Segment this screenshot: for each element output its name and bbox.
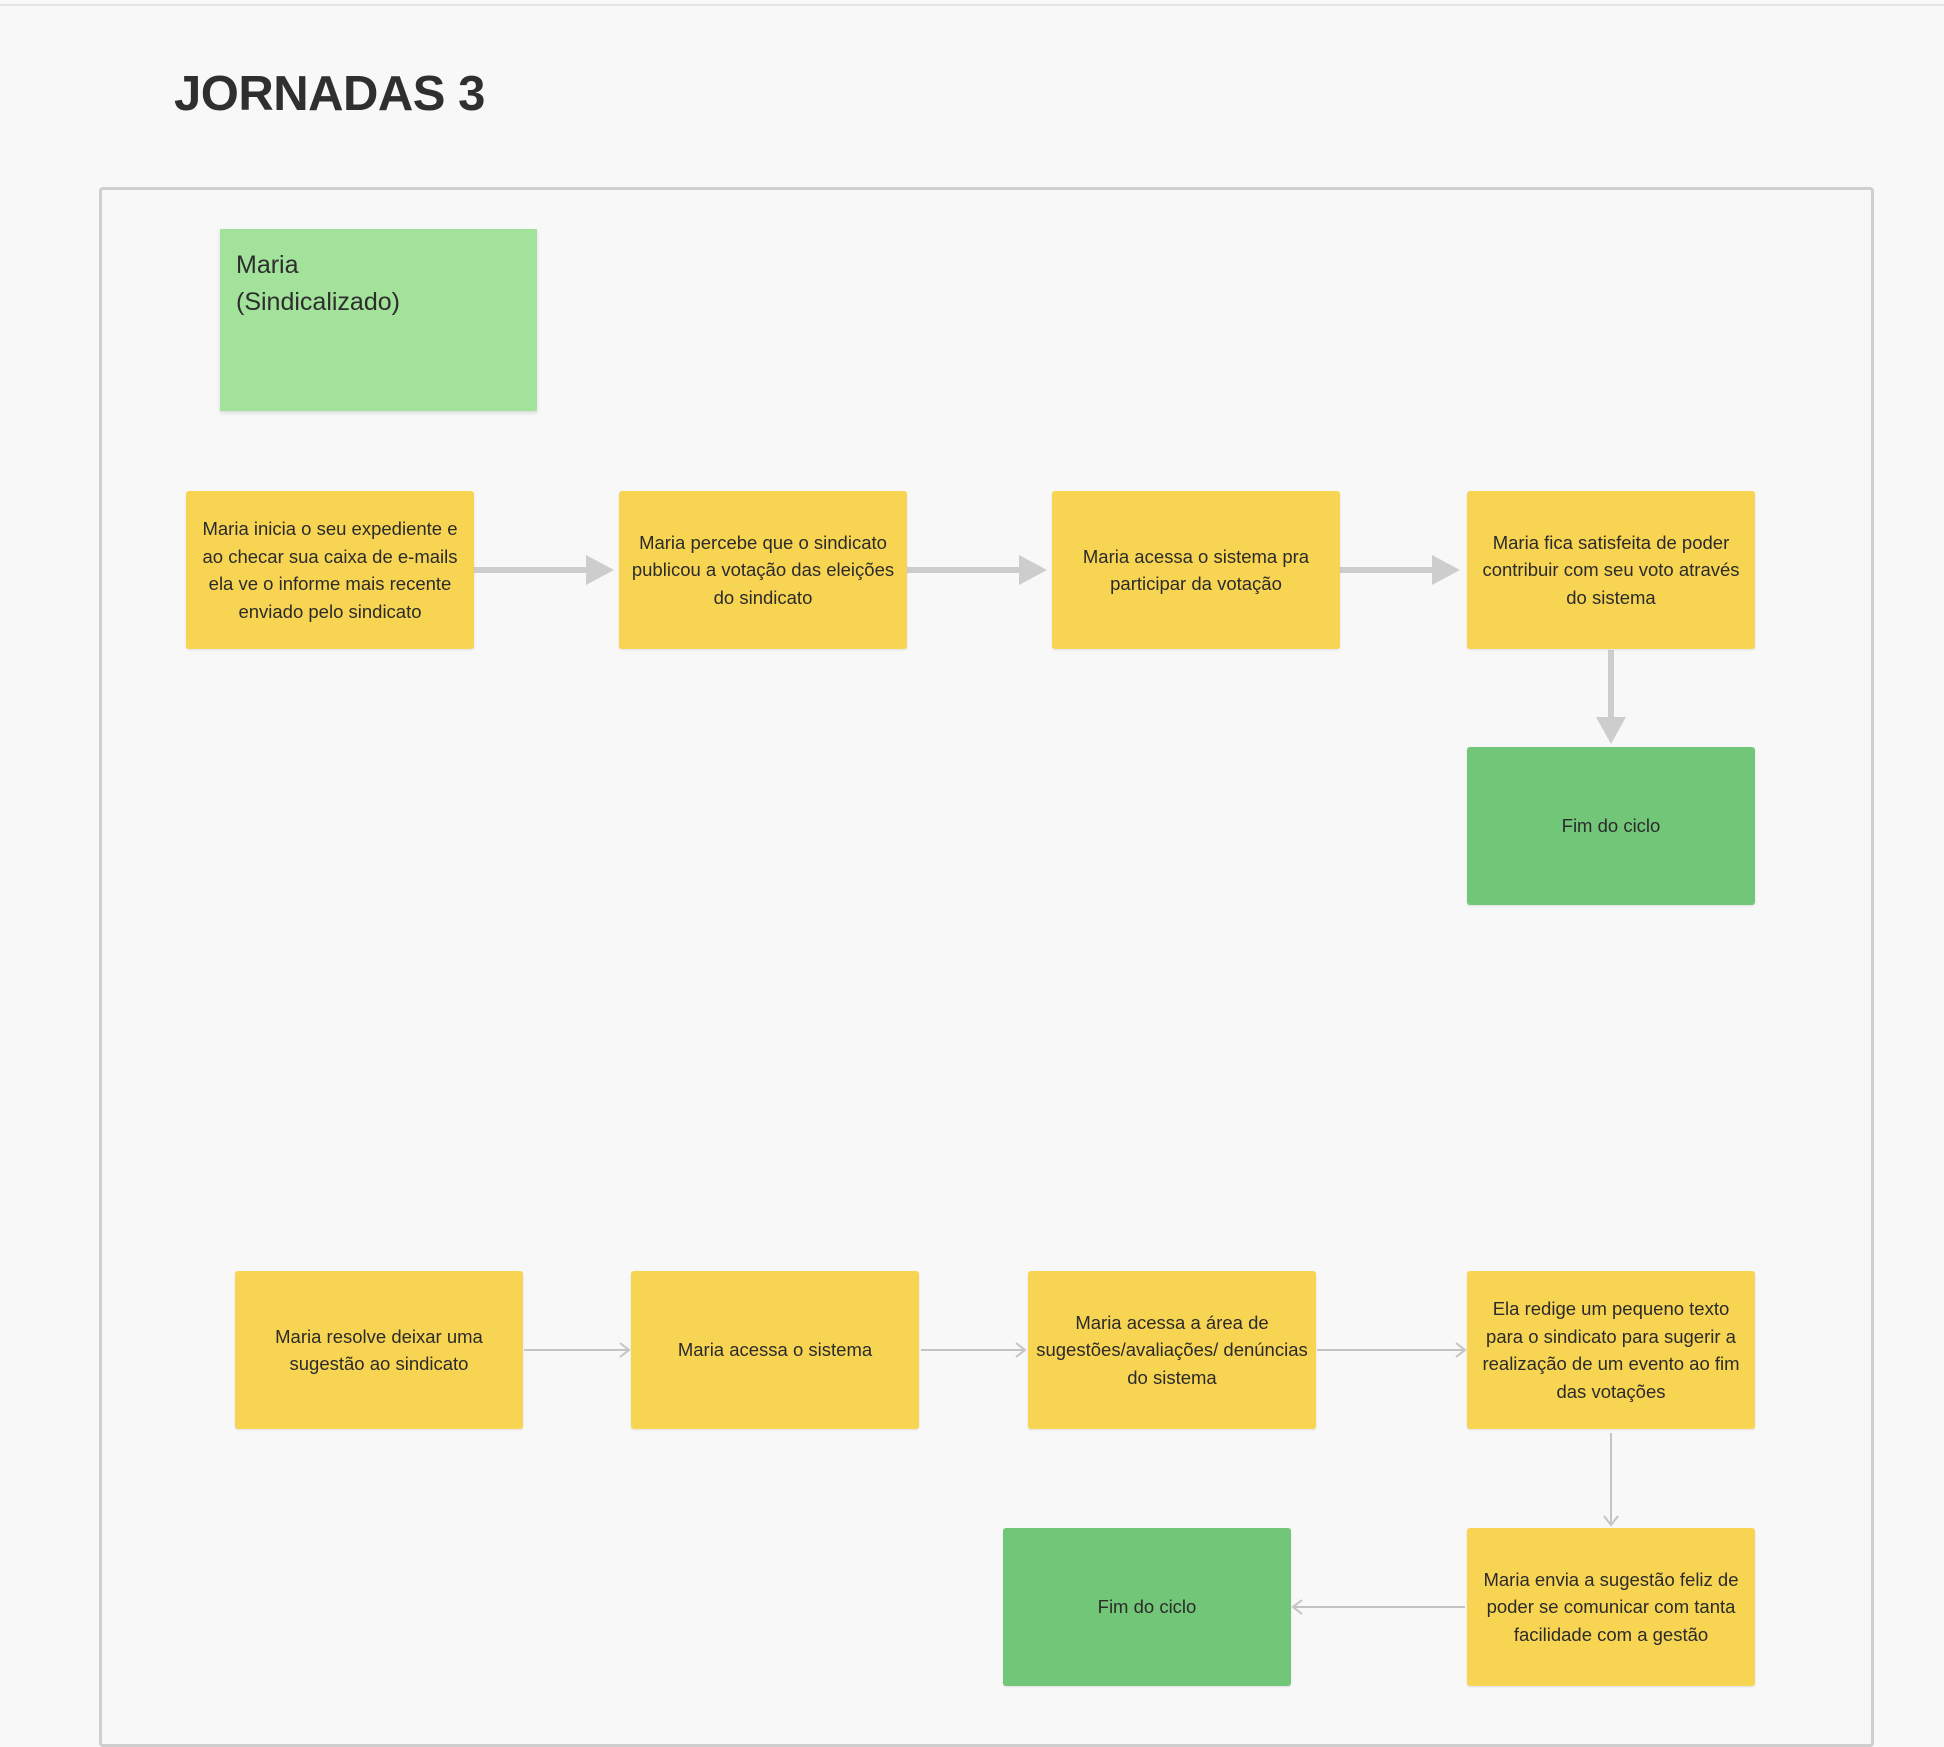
step-text: Maria inicia o seu expediente e ao checa…: [202, 518, 458, 622]
step-text: Maria percebe que o sindicato publicou a…: [631, 531, 895, 608]
step-text: Maria acessa o sistema: [677, 1339, 873, 1361]
connector-b2-b3-head: [1015, 1342, 1027, 1358]
journey1-step-2[interactable]: Maria percebe que o sindicato publicou a…: [619, 491, 907, 649]
connector-2-3-head: [1019, 555, 1047, 585]
journey1-step-3[interactable]: Maria acessa o sistema pra participar da…: [1052, 491, 1340, 649]
connector-1-2-head: [586, 555, 614, 585]
journey1-step-1[interactable]: Maria inicia o seu expediente e ao checa…: [186, 491, 474, 649]
journey2-end[interactable]: Fim do ciclo: [1003, 1528, 1291, 1686]
step-text: Maria acessa a área de sugestões/avaliaç…: [1036, 1311, 1308, 1388]
step-text: Ela redige um pequeno texto para o sindi…: [1482, 1298, 1740, 1402]
journey2-step-1[interactable]: Maria resolve deixar uma sugestão ao sin…: [235, 1271, 523, 1429]
journey2-step-2[interactable]: Maria acessa o sistema: [631, 1271, 919, 1429]
top-divider: [0, 4, 1944, 6]
step-text: Maria fica satisfeita de poder contribui…: [1482, 531, 1740, 608]
connector-b1-b2-head: [619, 1342, 631, 1358]
end-text: Fim do ciclo: [1561, 815, 1661, 837]
journey2-step-5[interactable]: Maria envia a sugestão feliz de poder se…: [1467, 1528, 1755, 1686]
connector-b5-end-head: [1291, 1599, 1303, 1615]
connector-b4-b5-head: [1603, 1515, 1619, 1527]
page-title: JORNADAS 3: [174, 67, 485, 121]
journey2-connectors: [524, 1342, 1619, 1615]
step-text: Maria resolve deixar uma sugestão ao sin…: [275, 1325, 483, 1375]
journey1-end[interactable]: Fim do ciclo: [1467, 747, 1755, 905]
step-text: Maria envia a sugestão feliz de poder se…: [1483, 1568, 1739, 1645]
end-text: Fim do ciclo: [1097, 1596, 1197, 1618]
connector-3-4-head: [1432, 555, 1460, 585]
journey2-step-4[interactable]: Ela redige um pequeno texto para o sindi…: [1467, 1271, 1755, 1429]
journey2-step-3[interactable]: Maria acessa a área de sugestões/avaliaç…: [1028, 1271, 1316, 1429]
step-text: Maria acessa o sistema pra participar da…: [1082, 545, 1310, 595]
persona-name: Maria: [236, 251, 299, 279]
journey-frame[interactable]: [99, 187, 1874, 1747]
journey1-connectors: [474, 555, 1626, 744]
persona-sticky-note[interactable]: Maria (Sindicalizado): [220, 229, 537, 411]
connector-4-end-head: [1596, 717, 1626, 744]
persona-role: (Sindicalizado): [236, 288, 400, 316]
journey1-step-4[interactable]: Maria fica satisfeita de poder contribui…: [1467, 491, 1755, 649]
connector-b3-b4-head: [1455, 1342, 1467, 1358]
